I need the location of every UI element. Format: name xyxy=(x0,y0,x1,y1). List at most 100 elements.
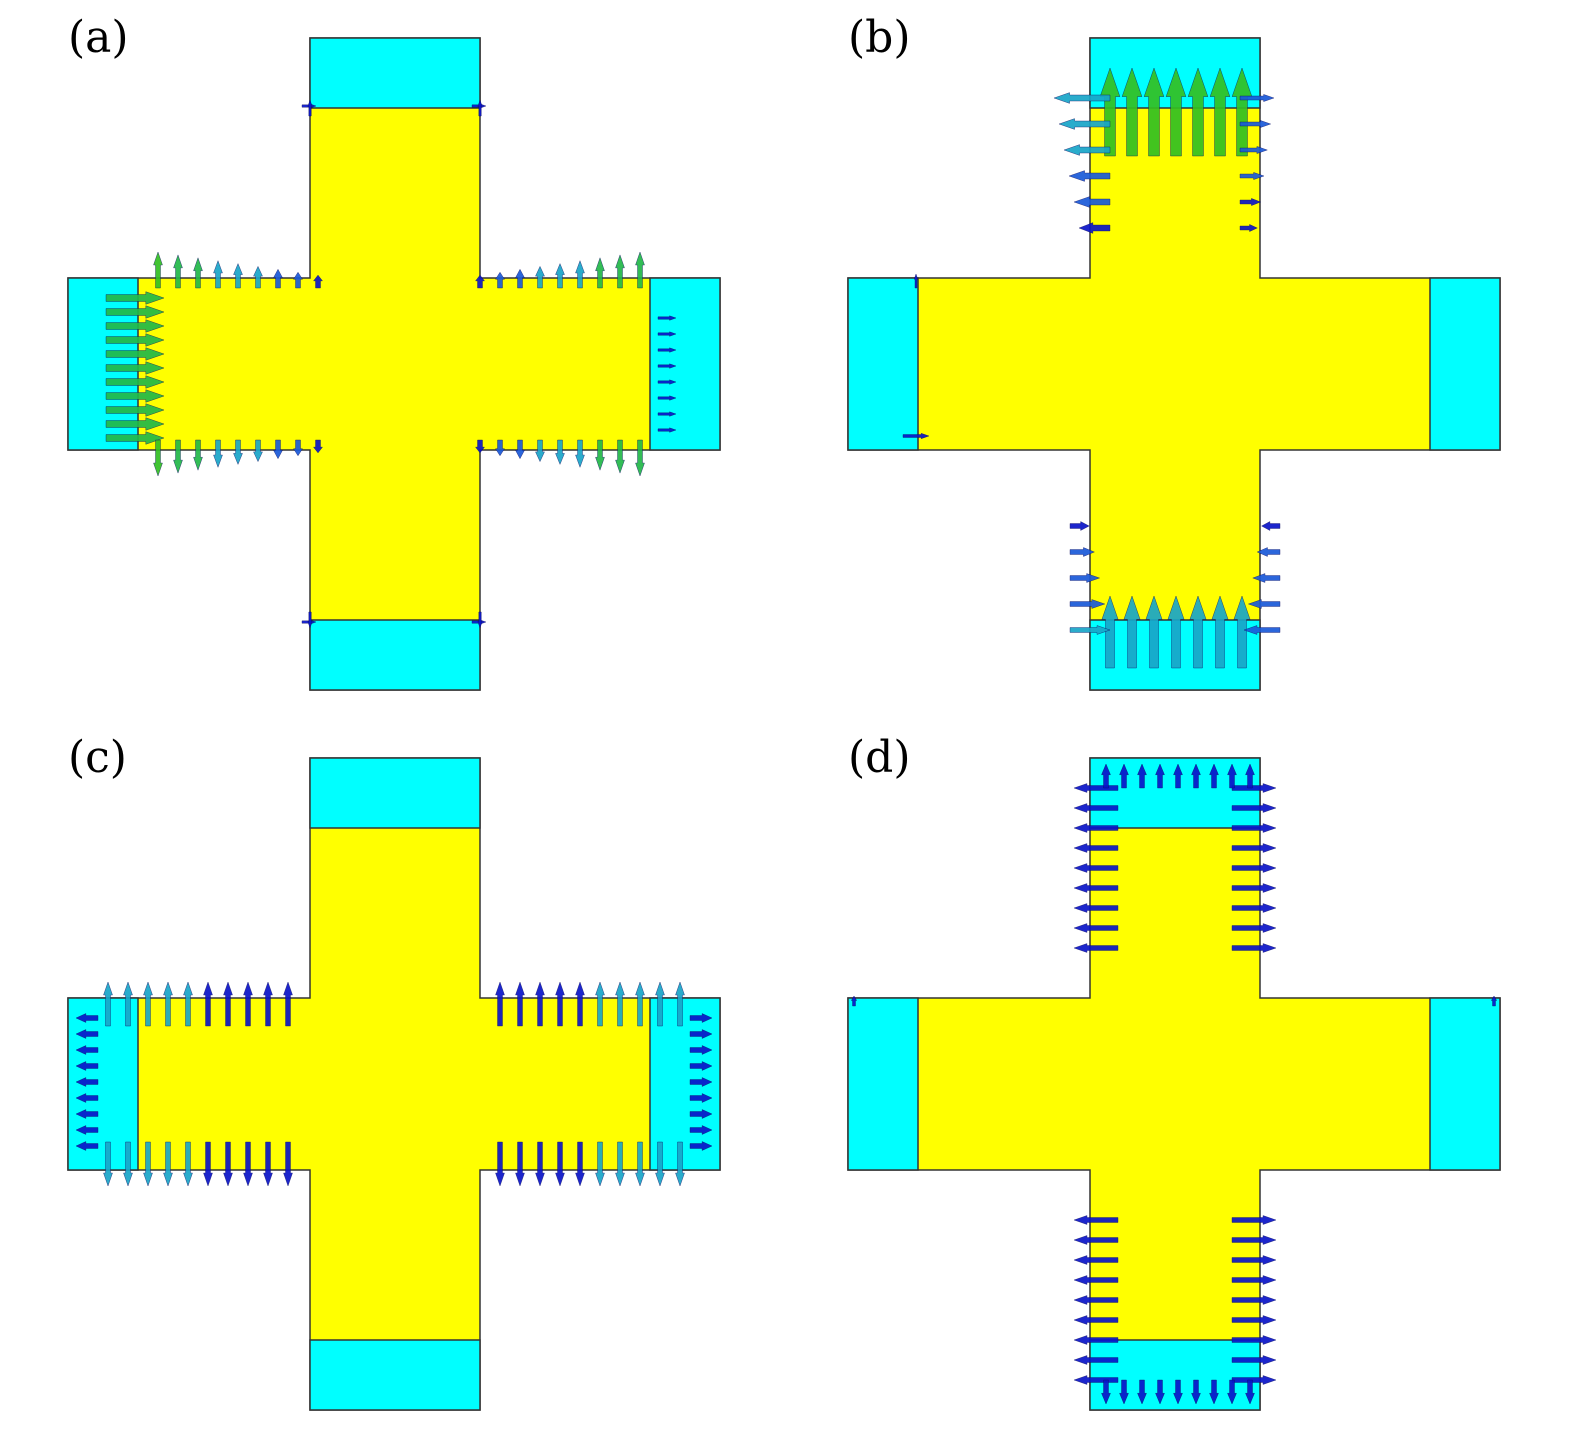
current-arrow xyxy=(105,305,165,319)
current-arrow xyxy=(75,1141,99,1151)
current-arrow xyxy=(1239,146,1268,154)
current-arrow xyxy=(263,1141,273,1187)
current-arrow xyxy=(689,1077,713,1087)
contact-right xyxy=(1429,997,1501,1171)
conductor-cross xyxy=(67,757,721,1411)
current-arrow xyxy=(615,981,625,1027)
current-arrow xyxy=(173,254,183,289)
cross-figure-a xyxy=(67,37,721,691)
contact-left xyxy=(67,997,139,1171)
current-arrow xyxy=(1073,843,1119,853)
current-arrow xyxy=(105,403,165,417)
current-arrow xyxy=(555,981,565,1027)
current-arrow xyxy=(902,433,930,439)
current-arrow xyxy=(635,1141,645,1187)
current-arrow xyxy=(515,268,525,289)
current-arrow xyxy=(495,1141,505,1187)
current-arrow xyxy=(655,981,665,1027)
current-arrow xyxy=(535,265,545,289)
current-arrow xyxy=(1239,94,1275,102)
current-arrow xyxy=(1231,843,1277,853)
current-arrow xyxy=(223,981,233,1027)
current-arrow xyxy=(495,271,505,289)
current-arrow xyxy=(1101,763,1111,789)
current-arrow xyxy=(689,1125,713,1135)
current-arrow xyxy=(1099,67,1121,157)
current-arrow xyxy=(233,263,243,289)
current-arrow xyxy=(575,981,585,1027)
current-arrow xyxy=(1233,595,1251,669)
current-arrow xyxy=(173,439,183,474)
current-arrow xyxy=(1101,1379,1111,1405)
current-arrow xyxy=(595,1141,605,1187)
current-arrow xyxy=(635,251,645,289)
current-arrow xyxy=(203,981,213,1027)
current-arrow xyxy=(75,1013,99,1023)
current-arrow xyxy=(1069,573,1101,583)
current-arrow xyxy=(1101,595,1119,669)
current-arrow xyxy=(1155,1379,1165,1405)
contact-top xyxy=(309,757,481,829)
current-arrow xyxy=(283,981,293,1027)
current-arrow xyxy=(233,439,243,465)
current-arrow xyxy=(1069,599,1106,609)
current-arrow xyxy=(153,251,163,289)
current-arrow xyxy=(253,439,263,463)
current-arrow xyxy=(273,439,283,460)
current-arrow xyxy=(575,1141,585,1187)
current-arrow xyxy=(243,981,253,1027)
current-arrow xyxy=(75,1093,99,1103)
current-arrow xyxy=(75,1061,99,1071)
current-arrow xyxy=(495,981,505,1027)
contact-left xyxy=(847,277,919,451)
current-arrow xyxy=(477,611,483,629)
current-arrow xyxy=(595,981,605,1027)
current-arrow xyxy=(75,1109,99,1119)
current-arrow xyxy=(1247,599,1281,609)
current-arrow xyxy=(105,431,165,445)
current-arrow xyxy=(1211,595,1229,669)
current-arrow xyxy=(1119,1379,1129,1405)
current-arrow xyxy=(223,1141,233,1187)
current-arrow xyxy=(675,981,685,1027)
current-arrow xyxy=(1069,625,1111,635)
current-arrow xyxy=(1261,521,1281,531)
current-arrow xyxy=(1137,1379,1147,1405)
current-arrow xyxy=(1191,1379,1201,1405)
current-arrow xyxy=(1231,1315,1277,1325)
current-arrow xyxy=(1231,1295,1277,1305)
panel-d: (d) xyxy=(780,720,1560,1435)
contact-bottom xyxy=(309,1339,481,1411)
current-arrow xyxy=(1231,783,1277,793)
current-arrow xyxy=(1165,67,1187,157)
current-arrow xyxy=(1231,823,1277,833)
current-arrow xyxy=(675,1141,685,1187)
current-arrow xyxy=(1245,763,1255,789)
current-arrow xyxy=(293,439,303,457)
current-arrow xyxy=(203,1141,213,1187)
current-arrow xyxy=(689,1045,713,1055)
current-arrow xyxy=(283,1141,293,1187)
current-arrow xyxy=(1252,573,1281,583)
current-arrow xyxy=(1073,943,1119,953)
current-arrow xyxy=(105,361,165,375)
current-arrow xyxy=(1078,222,1111,234)
current-arrow xyxy=(657,427,677,433)
current-arrow xyxy=(1069,547,1095,557)
panel-c: (c) xyxy=(0,720,780,1435)
current-arrow xyxy=(273,268,283,289)
current-arrow xyxy=(1231,1235,1277,1245)
current-arrow xyxy=(1073,803,1119,813)
current-arrow xyxy=(657,331,677,337)
current-arrow xyxy=(1209,67,1231,157)
current-arrow xyxy=(657,379,677,385)
panel-label-a: (a) xyxy=(68,12,129,63)
current-arrow xyxy=(1143,67,1165,157)
current-arrow xyxy=(1209,763,1219,789)
current-arrow xyxy=(1231,1255,1277,1265)
current-arrow xyxy=(1245,1379,1255,1405)
contact-bottom xyxy=(1089,1339,1261,1411)
current-arrow xyxy=(1073,1275,1119,1285)
current-arrow xyxy=(1209,1379,1219,1405)
conductor-cross xyxy=(847,757,1501,1411)
